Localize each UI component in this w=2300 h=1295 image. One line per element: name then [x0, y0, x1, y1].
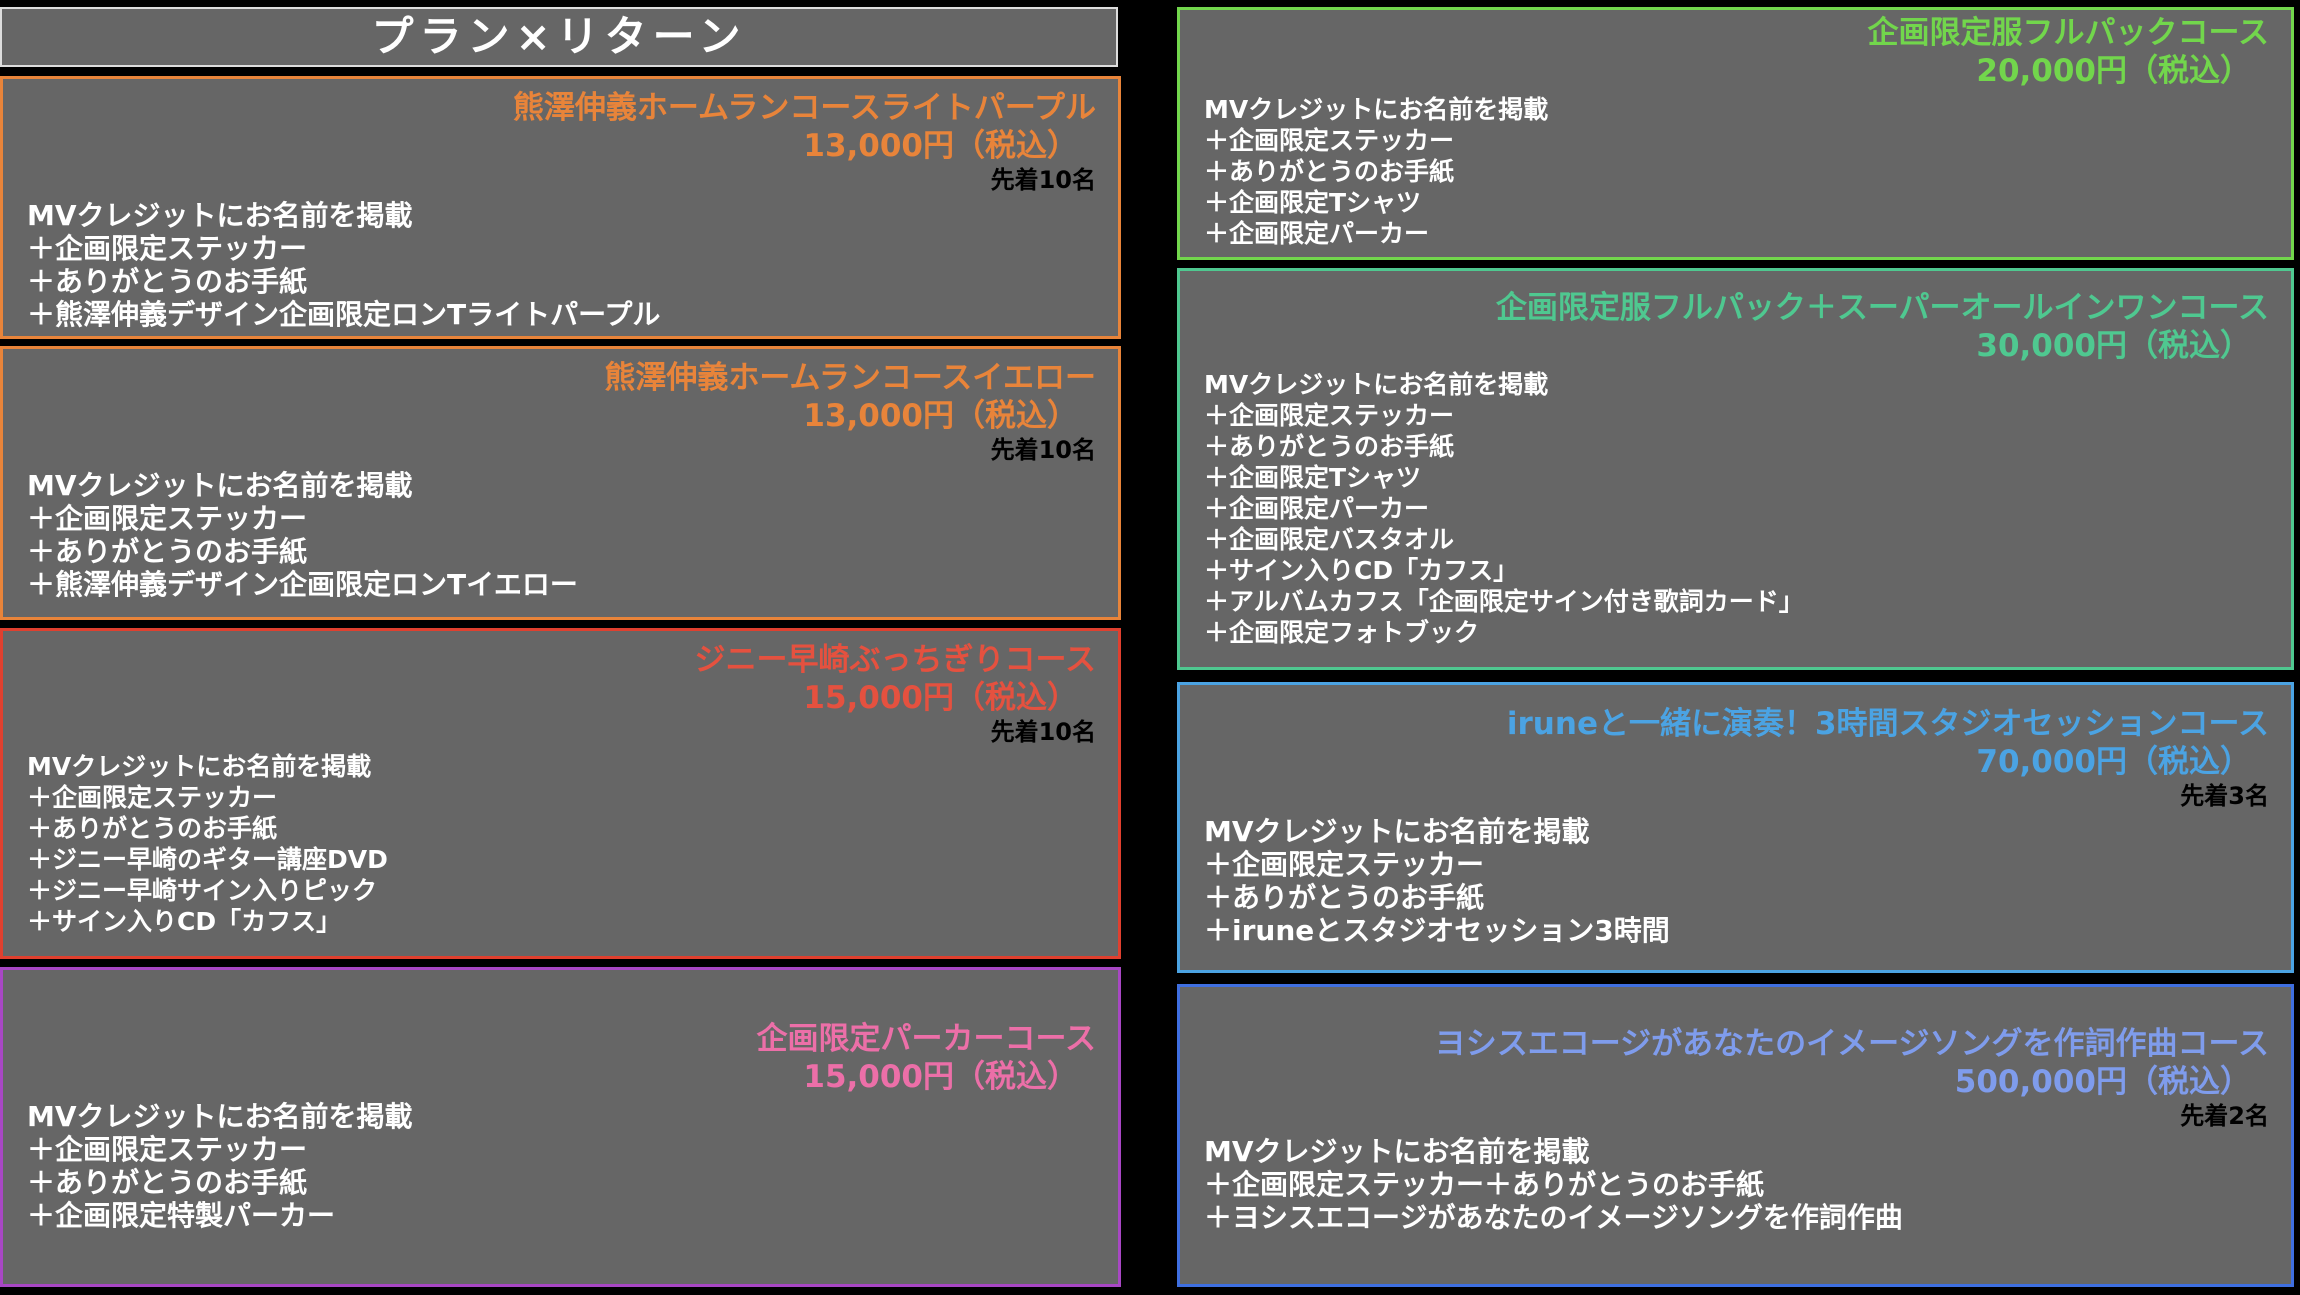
- plan-limit: 先着10名: [990, 436, 1096, 464]
- reward-item: ＋サイン入りCD「カフス」: [1204, 556, 1519, 585]
- reward-item: MVクレジットにお名前を掲載: [1204, 815, 1590, 848]
- reward-list: MVクレジットにお名前を掲載＋企画限定ステッカー＋ありがとうのお手紙＋ジニー早崎…: [27, 751, 1096, 937]
- reward-item: ＋企画限定ステッカー: [1204, 848, 1485, 881]
- plan-name: 企画限定パーカーコース: [756, 1021, 1096, 1057]
- reward-item: ＋企画限定ステッカー: [27, 502, 308, 535]
- reward-item: ＋ジニー早崎のギター講座DVD: [27, 845, 388, 874]
- reward-item: ＋アルバムカフス「企画限定サイン付き歌詞カード」: [1204, 587, 1804, 616]
- reward-list: MVクレジットにお名前を掲載＋企画限定ステッカー＋ありがとうのお手紙＋熊澤伸義デ…: [27, 199, 1096, 331]
- reward-item: ＋企画限定ステッカー: [27, 783, 278, 812]
- reward-item: ＋企画限定ステッカー＋ありがとうのお手紙: [1204, 1168, 1765, 1201]
- plan-name: 企画限定服フルパックコース: [1867, 15, 2269, 51]
- reward-item: ＋ジニー早崎サイン入りピック: [27, 876, 378, 905]
- plan-limit: 先着3名: [2180, 782, 2269, 810]
- plan-price: 13,000円（税込）: [803, 128, 1078, 164]
- plan-name: 企画限定服フルパック＋スーパーオールインワンコース: [1495, 290, 2269, 326]
- reward-item: ＋企画限定ステッカー: [1204, 126, 1455, 155]
- reward-item: ＋ありがとうのお手紙: [27, 1166, 308, 1199]
- plan-price: 15,000円（税込）: [803, 1059, 1078, 1095]
- reward-item: MVクレジットにお名前を掲載: [27, 199, 413, 232]
- reward-item: ＋企画限定パーカー: [1204, 494, 1430, 523]
- reward-item: ＋熊澤伸義デザイン企画限定ロンTイエロー: [27, 568, 578, 601]
- reward-item: ＋ありがとうのお手紙: [27, 535, 308, 568]
- plan-price: 70,000円（税込）: [1976, 744, 2251, 780]
- reward-item: ＋企画限定Tシャツ: [1204, 463, 1422, 492]
- reward-list: MVクレジットにお名前を掲載＋企画限定ステッカー＋ありがとうのお手紙＋熊澤伸義デ…: [27, 469, 1096, 601]
- plan-price: 30,000円（税込）: [1976, 328, 2251, 364]
- reward-item: MVクレジットにお名前を掲載: [1204, 370, 1549, 399]
- plan-limit: 先着10名: [990, 718, 1096, 746]
- reward-list: MVクレジットにお名前を掲載＋企画限定ステッカー＋ありがとうのお手紙＋irune…: [1204, 815, 2269, 947]
- plan-name: ヨシスエコージがあなたのイメージソングを作詞作曲コース: [1434, 1026, 2269, 1062]
- reward-item: ＋サイン入りCD「カフス」: [27, 907, 342, 936]
- reward-list: MVクレジットにお名前を掲載＋企画限定ステッカー＋ありがとうのお手紙＋企画限定T…: [1204, 369, 2269, 648]
- reward-item: ＋ありがとうのお手紙: [27, 814, 278, 843]
- reward-item: MVクレジットにお名前を掲載: [1204, 95, 1549, 124]
- plan-name: 熊澤伸義ホームランコースライトパープル: [512, 90, 1096, 126]
- reward-item: ＋企画限定ステッカー: [27, 232, 308, 265]
- page-title: プラン×リターン: [0, 7, 1118, 67]
- reward-item: ＋ありがとうのお手紙: [1204, 432, 1455, 461]
- reward-item: ＋ありがとうのお手紙: [1204, 881, 1485, 914]
- plan-price: 20,000円（税込）: [1976, 53, 2251, 89]
- reward-item: ＋ありがとうのお手紙: [1204, 157, 1455, 186]
- reward-item: MVクレジットにお名前を掲載: [1204, 1135, 1590, 1168]
- reward-item: ＋企画限定ステッカー: [27, 1133, 308, 1166]
- plan-limit: 先着10名: [990, 166, 1096, 194]
- plan-name: 熊澤伸義ホームランコースイエロー: [604, 360, 1096, 396]
- plan-name: iruneと一緒に演奏！3時間スタジオセッションコース: [1506, 706, 2269, 742]
- reward-item: MVクレジットにお名前を掲載: [27, 469, 413, 502]
- reward-item: ＋熊澤伸義デザイン企画限定ロンTライトパープル: [27, 298, 661, 331]
- reward-list: MVクレジットにお名前を掲載＋企画限定ステッカー＋ありがとうのお手紙＋企画限定特…: [27, 1100, 1096, 1232]
- reward-list: MVクレジットにお名前を掲載＋企画限定ステッカー＋ありがとうのお手紙＋企画限定T…: [1204, 94, 2269, 249]
- plan-limit: 先着2名: [2180, 1102, 2269, 1130]
- reward-list: MVクレジットにお名前を掲載＋企画限定ステッカー＋ありがとうのお手紙＋ヨシスエコ…: [1204, 1135, 2269, 1234]
- reward-item: ＋企画限定Tシャツ: [1204, 188, 1422, 217]
- reward-item: MVクレジットにお名前を掲載: [27, 752, 372, 781]
- reward-item: ＋企画限定ステッカー: [1204, 401, 1455, 430]
- reward-item: ＋企画限定バスタオル: [1204, 525, 1455, 554]
- reward-item: ＋企画限定フォトブック: [1204, 618, 1480, 647]
- plan-price: 500,000円（税込）: [1954, 1064, 2251, 1100]
- plan-price: 15,000円（税込）: [803, 680, 1078, 716]
- reward-item: ＋ありがとうのお手紙: [27, 265, 308, 298]
- plan-price: 13,000円（税込）: [803, 398, 1078, 434]
- reward-item: ＋ヨシスエコージがあなたのイメージソングを作詞作曲: [1204, 1201, 1903, 1234]
- reward-item: MVクレジットにお名前を掲載: [27, 1100, 413, 1133]
- reward-item: ＋企画限定パーカー: [1204, 219, 1430, 248]
- reward-item: ＋企画限定特製パーカー: [27, 1199, 336, 1232]
- plan-name: ジニー早崎ぶっちぎりコース: [694, 642, 1096, 678]
- reward-item: ＋iruneとスタジオセッション3時間: [1204, 914, 1670, 947]
